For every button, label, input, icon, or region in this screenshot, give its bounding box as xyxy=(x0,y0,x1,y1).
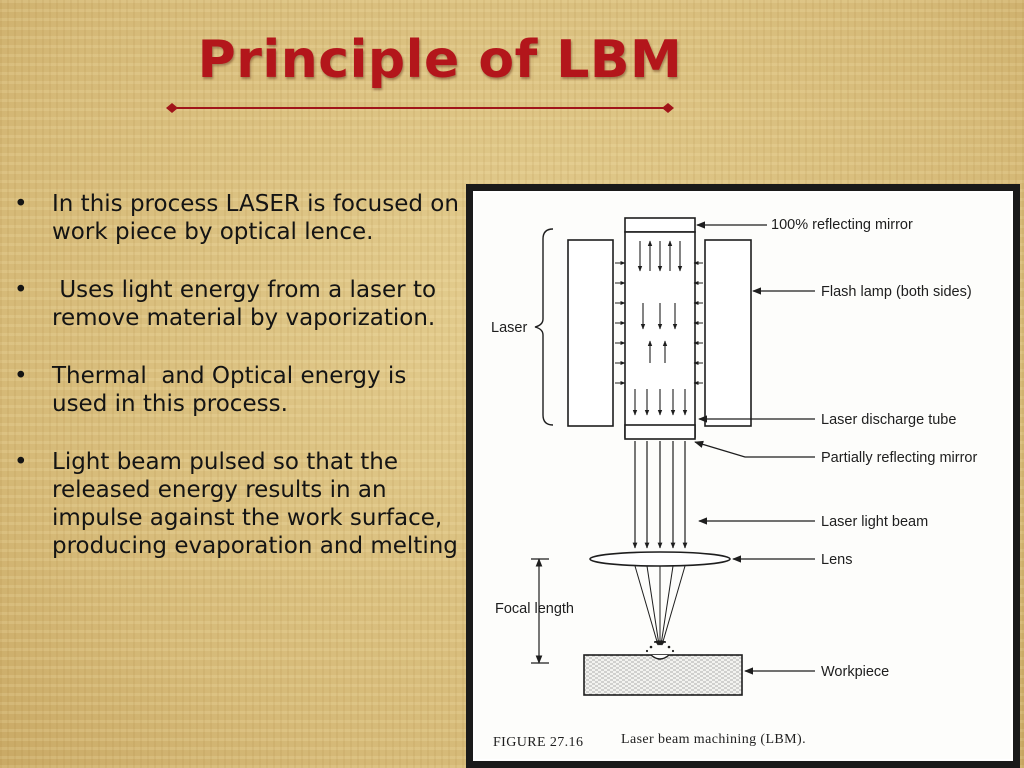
lbm-diagram: Laser Focal length 100% reflecting mirro… xyxy=(491,217,977,750)
bullet-list: • In this process LASER is focused on wo… xyxy=(14,190,462,560)
flash-lamp-left xyxy=(567,239,614,427)
full-mirror xyxy=(624,217,696,233)
label-laser: Laser xyxy=(491,320,527,336)
leader-lines xyxy=(694,221,815,675)
label-lens: Lens xyxy=(821,552,852,568)
label-mirror: 100% reflecting mirror xyxy=(771,217,913,233)
bullet-marker: • xyxy=(14,363,28,389)
laser-brace xyxy=(534,228,554,426)
bullet-marker: • xyxy=(14,449,28,475)
slide-title: Principle of LBM xyxy=(197,30,683,90)
label-beam: Laser light beam xyxy=(821,514,928,530)
partial-mirror xyxy=(624,424,696,440)
bullet-text: Uses light energy from a laser to remove… xyxy=(52,277,444,331)
figure-panel: Laser Focal length 100% reflecting mirro… xyxy=(473,191,1013,761)
workpiece xyxy=(583,654,743,696)
vapor-sparks xyxy=(645,641,675,653)
bullet-item: • Uses light energy from a laser to remo… xyxy=(14,276,462,332)
bullet-item: • Thermal and Optical energy is used in … xyxy=(14,362,462,418)
bullet-text: Light beam pulsed so that the released e… xyxy=(52,449,458,559)
label-workpiece: Workpiece xyxy=(821,664,889,680)
focused-beam xyxy=(634,565,686,646)
label-flash-lamp: Flash lamp (both sides) xyxy=(821,284,972,300)
bullet-text: Thermal and Optical energy is used in th… xyxy=(52,363,414,417)
flash-lamp-right xyxy=(704,239,752,427)
bullet-item: • Light beam pulsed so that the released… xyxy=(14,448,462,560)
lbm-figure: Laser Focal length 100% reflecting mirro… xyxy=(466,184,1020,768)
bullet-text: In this process LASER is focused on work… xyxy=(52,191,459,245)
bullet-item: • In this process LASER is focused on wo… xyxy=(14,190,462,246)
title-divider xyxy=(166,103,674,113)
label-focal-length: Focal length xyxy=(495,601,574,617)
focal-length-dimension xyxy=(531,558,549,664)
figure-caption-number: FIGURE 27.16 xyxy=(493,735,583,750)
label-partial-mirror: Partially reflecting mirror xyxy=(821,450,977,466)
lamp-light-arrows xyxy=(615,261,703,385)
workpiece-crater xyxy=(650,654,670,660)
lens xyxy=(589,551,731,567)
figure-caption-text: Laser beam machining (LBM). xyxy=(621,732,806,747)
bullet-marker: • xyxy=(14,277,28,303)
internal-photon-arrows xyxy=(632,240,688,416)
bullet-marker: • xyxy=(14,191,28,217)
laser-beam xyxy=(632,441,688,549)
label-discharge-tube: Laser discharge tube xyxy=(821,412,956,428)
